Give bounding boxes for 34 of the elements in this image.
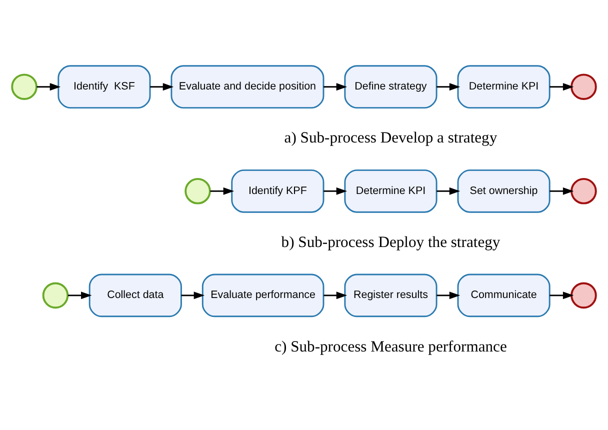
node-box: Communicate	[457, 273, 550, 317]
node-circle	[570, 282, 597, 308]
node-box: Identify KPF	[231, 168, 324, 212]
arrow	[324, 291, 348, 299]
arrow	[181, 291, 205, 299]
label: b) Sub-process Deploy the strategy	[281, 233, 500, 250]
arrow	[324, 82, 348, 90]
arrow	[210, 186, 234, 194]
node-circle	[570, 177, 597, 204]
arrow	[150, 82, 174, 90]
node-box: Determine KPI	[344, 168, 438, 212]
node-circle	[570, 73, 597, 100]
node-box: Identify KSF	[58, 64, 151, 108]
arrow	[68, 291, 92, 299]
node-box: Determine KPI	[457, 64, 550, 108]
arrow	[436, 291, 460, 299]
arrow	[324, 186, 348, 194]
node-box: Evaluate and decide position	[170, 64, 324, 108]
node-circle	[11, 73, 38, 100]
node-circle	[184, 177, 211, 204]
label: c) Sub-process Measure performance	[274, 338, 507, 355]
node-box: Set ownership	[457, 168, 550, 212]
node-box: Define strategy	[344, 64, 438, 108]
arrow	[550, 291, 574, 299]
node-circle	[42, 282, 69, 308]
arrow	[36, 82, 61, 90]
node-box: Register results	[344, 273, 438, 317]
arrow	[436, 186, 460, 194]
arrow	[550, 186, 574, 194]
arrow	[436, 82, 460, 90]
node-box: Evaluate performance	[202, 273, 324, 317]
arrow	[550, 82, 574, 90]
node-box: Collect data	[88, 273, 182, 317]
label: a) Sub-process Develop a strategy	[284, 129, 498, 146]
